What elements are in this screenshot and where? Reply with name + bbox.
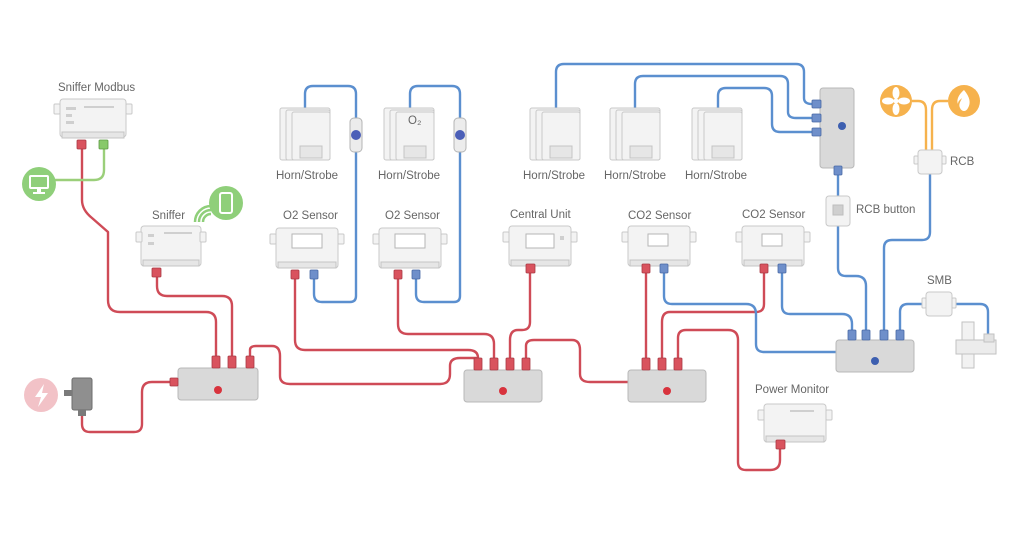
label-horn-strobe-4: Horn/Strobe — [604, 170, 666, 182]
wire-co2-1-to-hub4 — [662, 268, 838, 354]
label-o2-sensor-2: O2 Sensor — [385, 210, 440, 222]
orange-wires — [912, 99, 948, 150]
wire-sniffer-modbus-to-hub1 — [80, 146, 218, 358]
monitor-badge — [22, 167, 56, 201]
rcb-device — [913, 149, 947, 175]
horn-strobe-5 — [691, 107, 743, 161]
inline-connector-2 — [453, 117, 467, 153]
o2-device-mark: O₂ — [408, 115, 421, 127]
label-horn-strobe-2: Horn/Strobe — [378, 170, 440, 182]
green-wires — [54, 146, 106, 182]
power-badge — [24, 378, 58, 412]
blue-wires — [303, 62, 990, 354]
horn-strobe-3 — [529, 107, 581, 161]
label-co2-sensor-1: CO2 Sensor — [628, 210, 691, 222]
central-unit-device — [502, 225, 578, 274]
label-power-monitor: Power Monitor — [755, 384, 829, 396]
sniffer-device — [135, 225, 207, 278]
wire-horn2-to-o2-2 — [408, 84, 462, 304]
wire-hub1-to-hub2 — [248, 344, 478, 386]
co2-sensor-1-device — [621, 225, 697, 274]
label-smb: SMB — [927, 275, 952, 287]
smb-device — [921, 291, 957, 317]
wire-fan-to-rcb — [912, 99, 928, 150]
wire-rcb-to-hub4 — [882, 172, 932, 334]
label-co2-sensor-2: CO2 Sensor — [742, 209, 805, 221]
labels: Sniffer Modbus Sniffer Horn/Strobe Horn/… — [58, 82, 975, 396]
label-horn-strobe-5: Horn/Strobe — [685, 170, 747, 182]
label-rcb: RCB — [950, 156, 975, 168]
rcb-junction-hub — [811, 87, 855, 176]
wire-horn5-to-rcb-hub — [716, 86, 822, 134]
lightning-icon — [35, 384, 48, 407]
wire-modbus-to-monitor — [54, 146, 106, 182]
fan-icon — [882, 87, 910, 115]
wire-horn1-to-o2-1 — [303, 84, 358, 304]
inline-connector-1 — [349, 117, 363, 153]
label-horn-strobe-1: Horn/Strobe — [276, 170, 338, 182]
power-adapter-icon — [64, 377, 93, 416]
o2-sensor-2-device — [372, 227, 448, 280]
label-horn-strobe-3: Horn/Strobe — [523, 170, 585, 182]
wire-smb-to-valve — [948, 302, 990, 336]
smartphone-icon — [219, 192, 233, 214]
rcb-button-device[interactable] — [825, 195, 851, 227]
red-wires — [80, 146, 782, 472]
wifi-badge — [193, 186, 243, 223]
wire-central-to-hub2 — [508, 268, 532, 360]
valve-icon — [955, 321, 997, 369]
wire-co2-2-to-hub4 — [780, 268, 854, 334]
wire-rcb-button-to-hub4 — [836, 224, 868, 334]
label-sniffer-modbus: Sniffer Modbus — [58, 82, 135, 94]
wire-horn4-to-rcb-hub — [633, 74, 822, 120]
hub-2 — [463, 357, 543, 403]
wire-power-to-hub1 — [80, 380, 180, 434]
wire-horn3-to-rcb-hub — [554, 62, 822, 110]
hub-3 — [627, 357, 707, 403]
label-central-unit: Central Unit — [510, 209, 572, 221]
hub-1 — [169, 355, 259, 401]
flame-icon — [957, 90, 970, 111]
monitor-icon — [29, 175, 49, 194]
wire-co2-2-to-hub3 — [660, 268, 766, 364]
wire-o2-2-to-hub2 — [396, 276, 496, 360]
wifi-icon — [193, 204, 212, 223]
label-sniffer: Sniffer — [152, 210, 185, 222]
horn-strobe-1 — [279, 107, 331, 161]
sniffer-modbus-device — [53, 98, 133, 150]
wire-smb-to-hub4 — [898, 302, 928, 334]
flame-badge — [948, 85, 980, 117]
label-o2-sensor-1: O2 Sensor — [283, 210, 338, 222]
wire-hub2-to-hub3 — [524, 338, 630, 384]
horn-strobe-4 — [609, 107, 661, 161]
wire-flame-to-rcb — [930, 99, 948, 150]
hub-4 — [835, 329, 915, 373]
label-rcb-button: RCB button — [856, 204, 915, 216]
power-monitor-device — [757, 403, 833, 450]
co2-sensor-2-device — [735, 225, 811, 274]
horn-strobe-2: O₂ — [383, 107, 435, 161]
wire-sniffer-to-hub1 — [155, 268, 234, 358]
wire-hub3-to-power-monitor — [676, 328, 782, 472]
o2-sensor-1-device — [269, 227, 345, 280]
fan-badge — [880, 85, 912, 117]
wire-o2-1-to-hub2 — [293, 276, 480, 360]
